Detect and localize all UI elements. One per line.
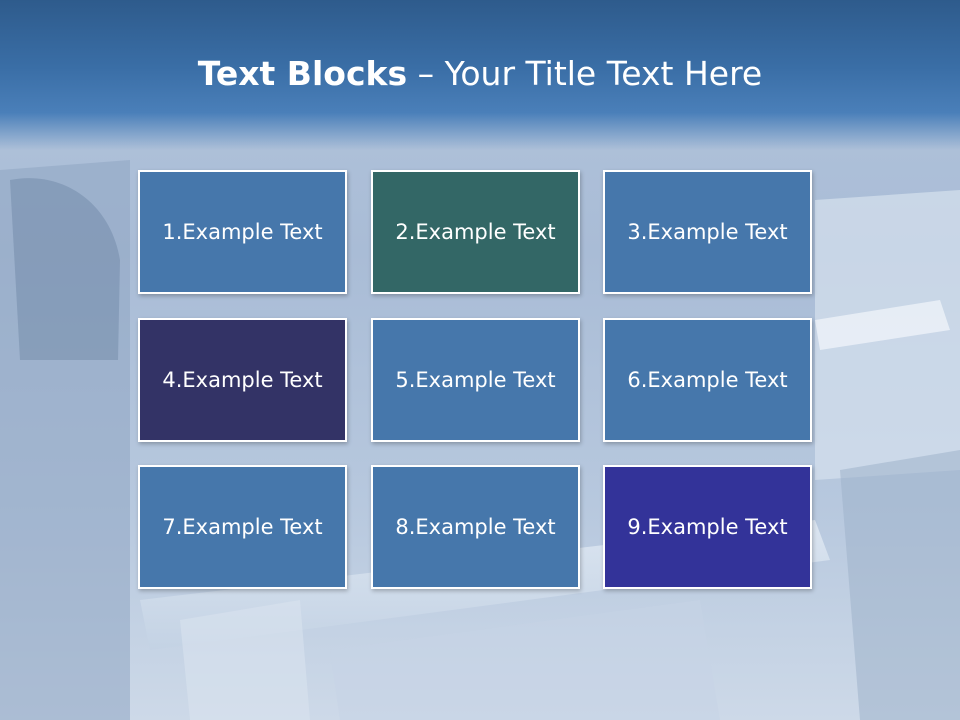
- text-block-9[interactable]: 9.Example Text: [603, 465, 812, 589]
- title-bold: Text Blocks: [197, 54, 408, 93]
- text-block-1[interactable]: 1.Example Text: [138, 170, 347, 294]
- text-block-7[interactable]: 7.Example Text: [138, 465, 347, 589]
- text-block-3[interactable]: 3.Example Text: [603, 170, 812, 294]
- title-rest: Your Title Text Here: [444, 54, 763, 93]
- text-block-4[interactable]: 4.Example Text: [138, 318, 347, 442]
- text-block-8[interactable]: 8.Example Text: [371, 465, 580, 589]
- text-block-5[interactable]: 5.Example Text: [371, 318, 580, 442]
- title-separator: –: [407, 54, 445, 93]
- page-title: Text Blocks – Your Title Text Here: [0, 52, 960, 96]
- title-bar: [0, 0, 960, 150]
- text-block-grid: 1.Example Text 2.Example Text 3.Example …: [138, 170, 815, 594]
- text-block-6[interactable]: 6.Example Text: [603, 318, 812, 442]
- text-block-2[interactable]: 2.Example Text: [371, 170, 580, 294]
